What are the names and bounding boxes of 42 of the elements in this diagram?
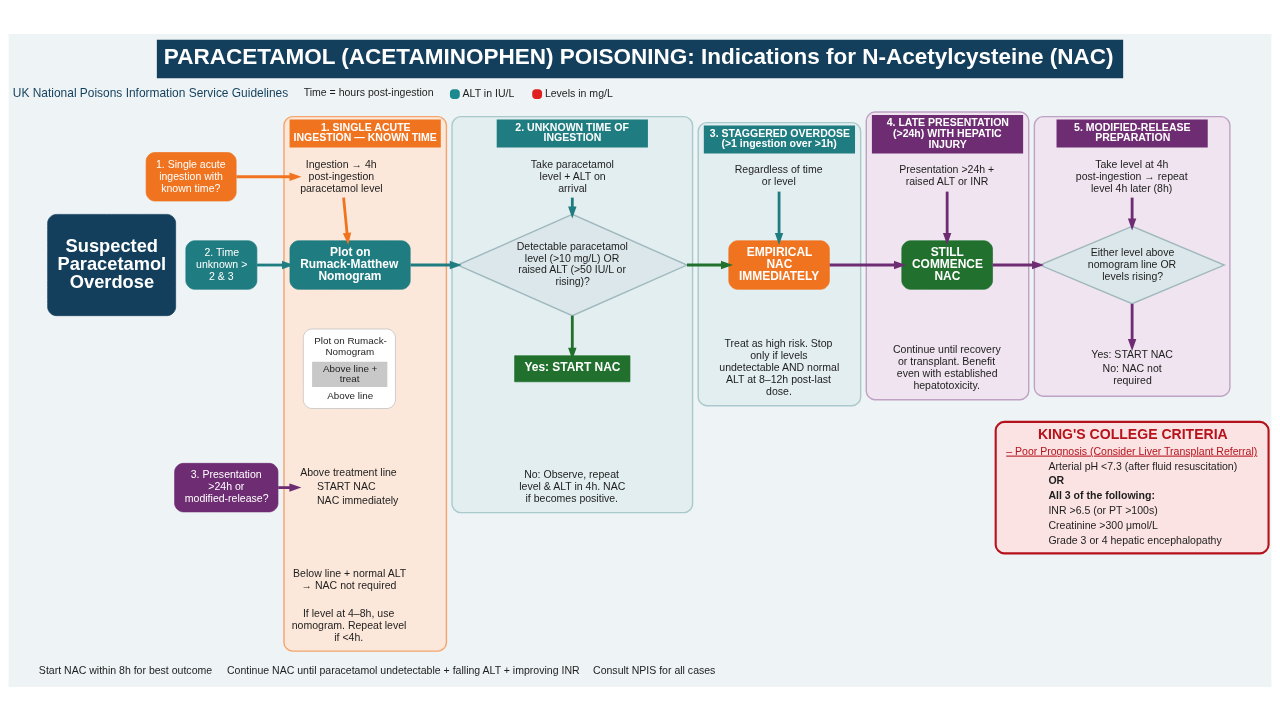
label: Continue until recovery or transplant. Benefit even with established hepatotoxicity. bbox=[893, 342, 1001, 391]
arrow bbox=[1127, 197, 1137, 230]
legend-label: Levels in mg/L bbox=[544, 86, 613, 99]
arrow bbox=[992, 260, 1045, 269]
arrow bbox=[774, 191, 784, 245]
node-box: STILL COMMENCE NAC bbox=[901, 239, 993, 290]
arrow bbox=[942, 191, 952, 245]
label: Time = hours post-ingestion bbox=[303, 85, 434, 98]
node-box: KING'S COLLEGE CRITERIA – Poor Prognosis (Consider Liver Transplant Referral) Arterial pH <7.3 (after fluid resuscitation) OR All 3 of the following: INR >6.5 (or PT >100s) Creatinine >300 μmol/L Grade 3 or 4 hepatic encephalopathy bbox=[994, 420, 1270, 554]
arrow bbox=[687, 260, 733, 269]
node-box: Yes: START NAC bbox=[514, 354, 631, 382]
legend-label: ALT in IU/L bbox=[462, 86, 515, 99]
label: Below line + normal ALT → NAC not required bbox=[293, 566, 407, 591]
arrow bbox=[278, 482, 302, 492]
label: Start NAC within 8h for best outcome bbox=[38, 663, 213, 676]
arrow bbox=[342, 196, 352, 245]
arrow bbox=[410, 260, 462, 269]
node-text: Take paracetamol level + ALT on arrival bbox=[530, 157, 614, 194]
node-text: Above treatment line START NAC NAC immediately bbox=[300, 465, 399, 506]
node-box: 3. Presentation >24h or modified-release? bbox=[174, 462, 279, 512]
node-text: Yes: START NAC No: NAC not required bbox=[1091, 347, 1173, 386]
node-box: Suspected Paracetamol Overdose bbox=[47, 213, 176, 316]
label: Continue NAC until paracetamol undetectable + falling ALT + improving INR bbox=[227, 663, 580, 676]
node-text: Ingestion → 4h post-ingestion paracetamol level bbox=[300, 157, 383, 194]
node-box: EMPIRICAL NAC IMMEDIATELY bbox=[728, 239, 830, 290]
node-text: Presentation >24h + raised ALT or INR bbox=[899, 162, 995, 187]
node-box: Plot on Rumack- Nomogram Above line + treat Above line bbox=[302, 328, 396, 409]
label: If level at 4–8h, use nomogram. Repeat level if <4h. bbox=[291, 606, 407, 643]
arrow bbox=[236, 172, 302, 181]
label: Treat as high risk. Stop only if levels undetectable AND normal ALT at 8–12h post-last dose. bbox=[719, 336, 840, 397]
node-box: Plot on Rumack-Matthew Nomogram bbox=[289, 239, 411, 290]
label: No: Observe, repeat level & ALT in 4h. NAC if becomes positive. bbox=[519, 467, 626, 504]
label: Consult NPIS for all cases bbox=[593, 663, 716, 676]
label: UK National Poisons Information Service Guidelines bbox=[12, 85, 289, 100]
node-text: Regardless of time or level bbox=[734, 162, 823, 187]
arrow bbox=[829, 260, 906, 269]
diagram-title: PARACETAMOL (ACETAMINOPHEN) POISONING: Indications for N-Acetylcysteine (NAC) bbox=[163, 43, 1114, 69]
arrow bbox=[568, 197, 577, 219]
node-box: 2. Time unknown > 2 & 3 bbox=[185, 239, 258, 290]
node-box: 1. Single acute ingestion with known time? bbox=[145, 151, 237, 201]
node-text: Take level at 4h post-ingestion → repeat level 4h later (8h) bbox=[1075, 157, 1188, 194]
arrow bbox=[1127, 303, 1137, 351]
